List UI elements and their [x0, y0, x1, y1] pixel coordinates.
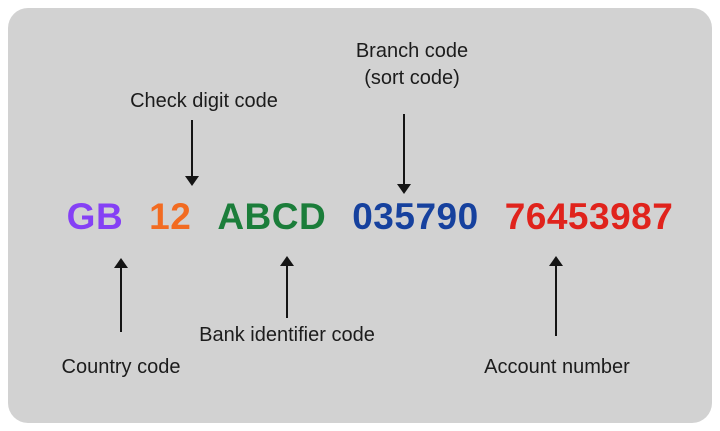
bank-identifier-arrow-up	[280, 256, 294, 318]
bank-identifier-label: Bank identifier code	[199, 324, 375, 346]
arrow-shaft	[286, 266, 288, 318]
arrow-shaft	[555, 266, 557, 336]
arrow-head-down-icon	[185, 176, 199, 186]
check-digit-arrow-down	[185, 120, 199, 186]
arrow-shaft	[403, 114, 405, 184]
iban-country-code: GB	[66, 196, 124, 237]
account-number-arrow-up	[549, 256, 563, 336]
account-number-label: Account number	[484, 356, 630, 378]
arrow-shaft	[191, 120, 193, 176]
arrow-head-up-icon	[549, 256, 563, 266]
iban-row: GB 12 ABCD 035790 76453987	[67, 196, 674, 238]
arrow-head-up-icon	[280, 256, 294, 266]
iban-account-number: 76453987	[504, 196, 674, 237]
branch-code-arrow-down	[397, 114, 411, 194]
branch-code-label-line1: Branch code	[355, 40, 469, 62]
arrow-shaft	[120, 268, 122, 332]
country-code-label: Country code	[61, 356, 181, 378]
arrow-head-down-icon	[397, 184, 411, 194]
iban-check-digits: 12	[149, 196, 192, 237]
country-code-arrow-up	[114, 258, 128, 332]
arrow-head-up-icon	[114, 258, 128, 268]
diagram-panel: Branch code (sort code) Check digit code…	[8, 8, 712, 423]
branch-code-label: Branch code (sort code)	[327, 38, 497, 92]
iban-branch-code: 035790	[352, 196, 479, 237]
branch-code-label-line2: (sort code)	[364, 67, 460, 89]
check-digit-label: Check digit code	[130, 90, 278, 112]
iban-bank-identifier: ABCD	[217, 196, 327, 237]
